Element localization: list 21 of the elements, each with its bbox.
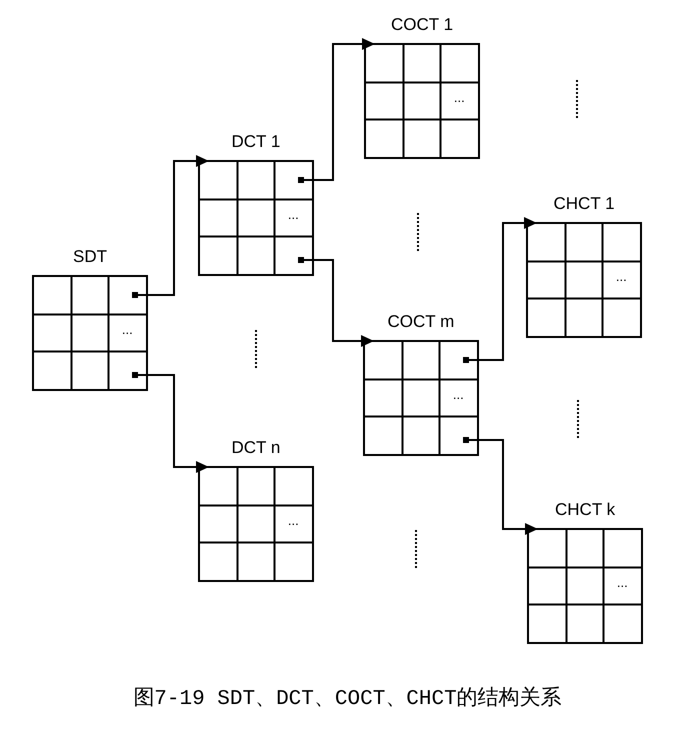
arrow [463,217,537,363]
table-title: CHCT 1 [554,194,615,214]
ellipsis-text: ... [288,208,299,222]
arrow [132,372,209,473]
arrow [132,155,209,298]
ellipsis-text: ... [616,270,627,284]
table-title: COCT m [388,312,454,332]
ellipsis-text: ... [122,323,133,336]
figure-caption: 图7-19 SDT、DCT、COCT、CHCT的结构关系 [132,686,563,711]
ellipsis-text: ... [288,514,299,528]
table-title: DCT n [232,438,280,458]
arrow [298,38,375,183]
ellipsis-text: ... [616,576,628,590]
arrow [463,437,538,535]
table-title: CHCT k [555,500,616,520]
ellipsis-text: ... [452,388,464,402]
ellipsis-text: ... [454,91,465,104]
table-title: SDT [73,247,107,267]
table-title: DCT 1 [232,132,280,152]
table-title: COCT 1 [391,15,454,35]
arrow [298,257,374,347]
